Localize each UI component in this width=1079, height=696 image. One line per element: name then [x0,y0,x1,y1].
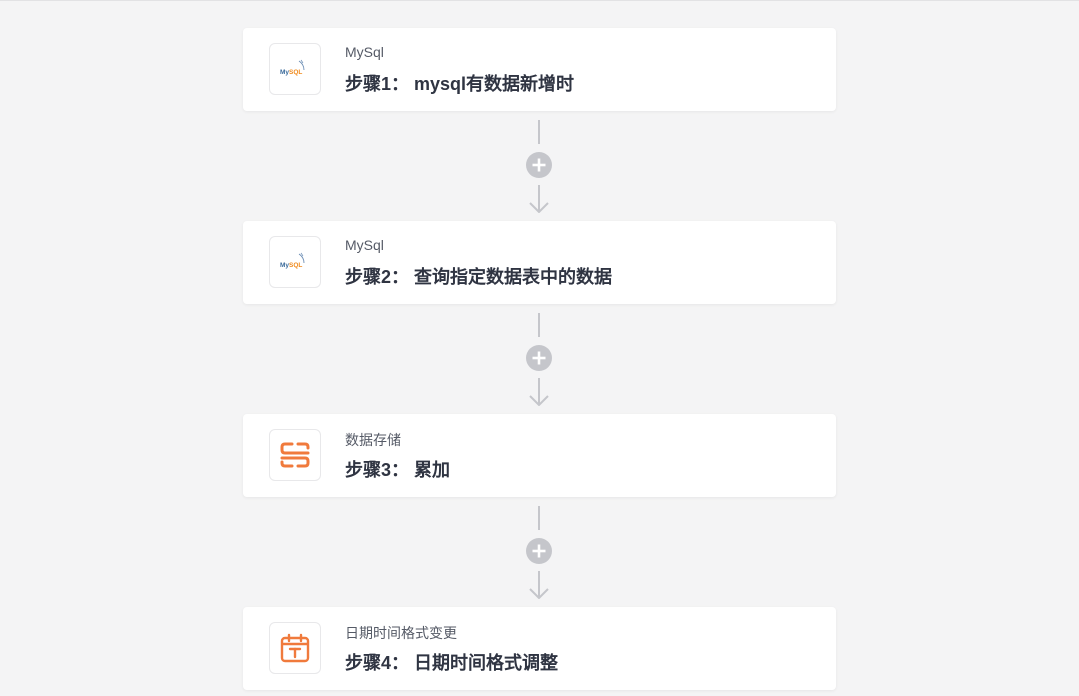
arrow-down-icon [529,202,549,213]
svg-text:MySQL: MySQL [280,262,302,269]
calendar-icon [269,622,321,674]
add-step-button[interactable] [526,152,552,178]
step-app-name: MySql [345,237,384,253]
step-connector-3 [519,503,559,599]
step-card-1[interactable]: MySQL MySql 步骤1： mysql有数据新增时 [243,28,836,111]
data-storage-icon [269,429,321,481]
add-step-button[interactable] [526,538,552,564]
mysql-icon: MySQL [269,43,321,95]
svg-text:MySQL: MySQL [280,69,302,76]
step-title: 步骤4： 日期时间格式调整 [345,653,559,673]
arrow-down-icon [529,395,549,406]
step-card-4[interactable]: 日期时间格式变更 步骤4： 日期时间格式调整 [243,607,836,690]
step-app-name: 日期时间格式变更 [345,625,457,641]
mysql-icon: MySQL [269,236,321,288]
step-title: 步骤2： 查询指定数据表中的数据 [345,267,613,287]
step-title: 步骤1： mysql有数据新增时 [345,74,575,94]
add-step-button[interactable] [526,345,552,371]
step-connector-1 [519,117,559,213]
step-card-2[interactable]: MySQL MySql 步骤2： 查询指定数据表中的数据 [243,221,836,304]
step-title: 步骤3： 累加 [345,460,451,480]
step-app-name: 数据存储 [345,432,401,448]
arrow-down-icon [529,588,549,599]
step-card-3[interactable]: 数据存储 步骤3： 累加 [243,414,836,497]
step-connector-2 [519,310,559,406]
step-app-name: MySql [345,44,384,60]
